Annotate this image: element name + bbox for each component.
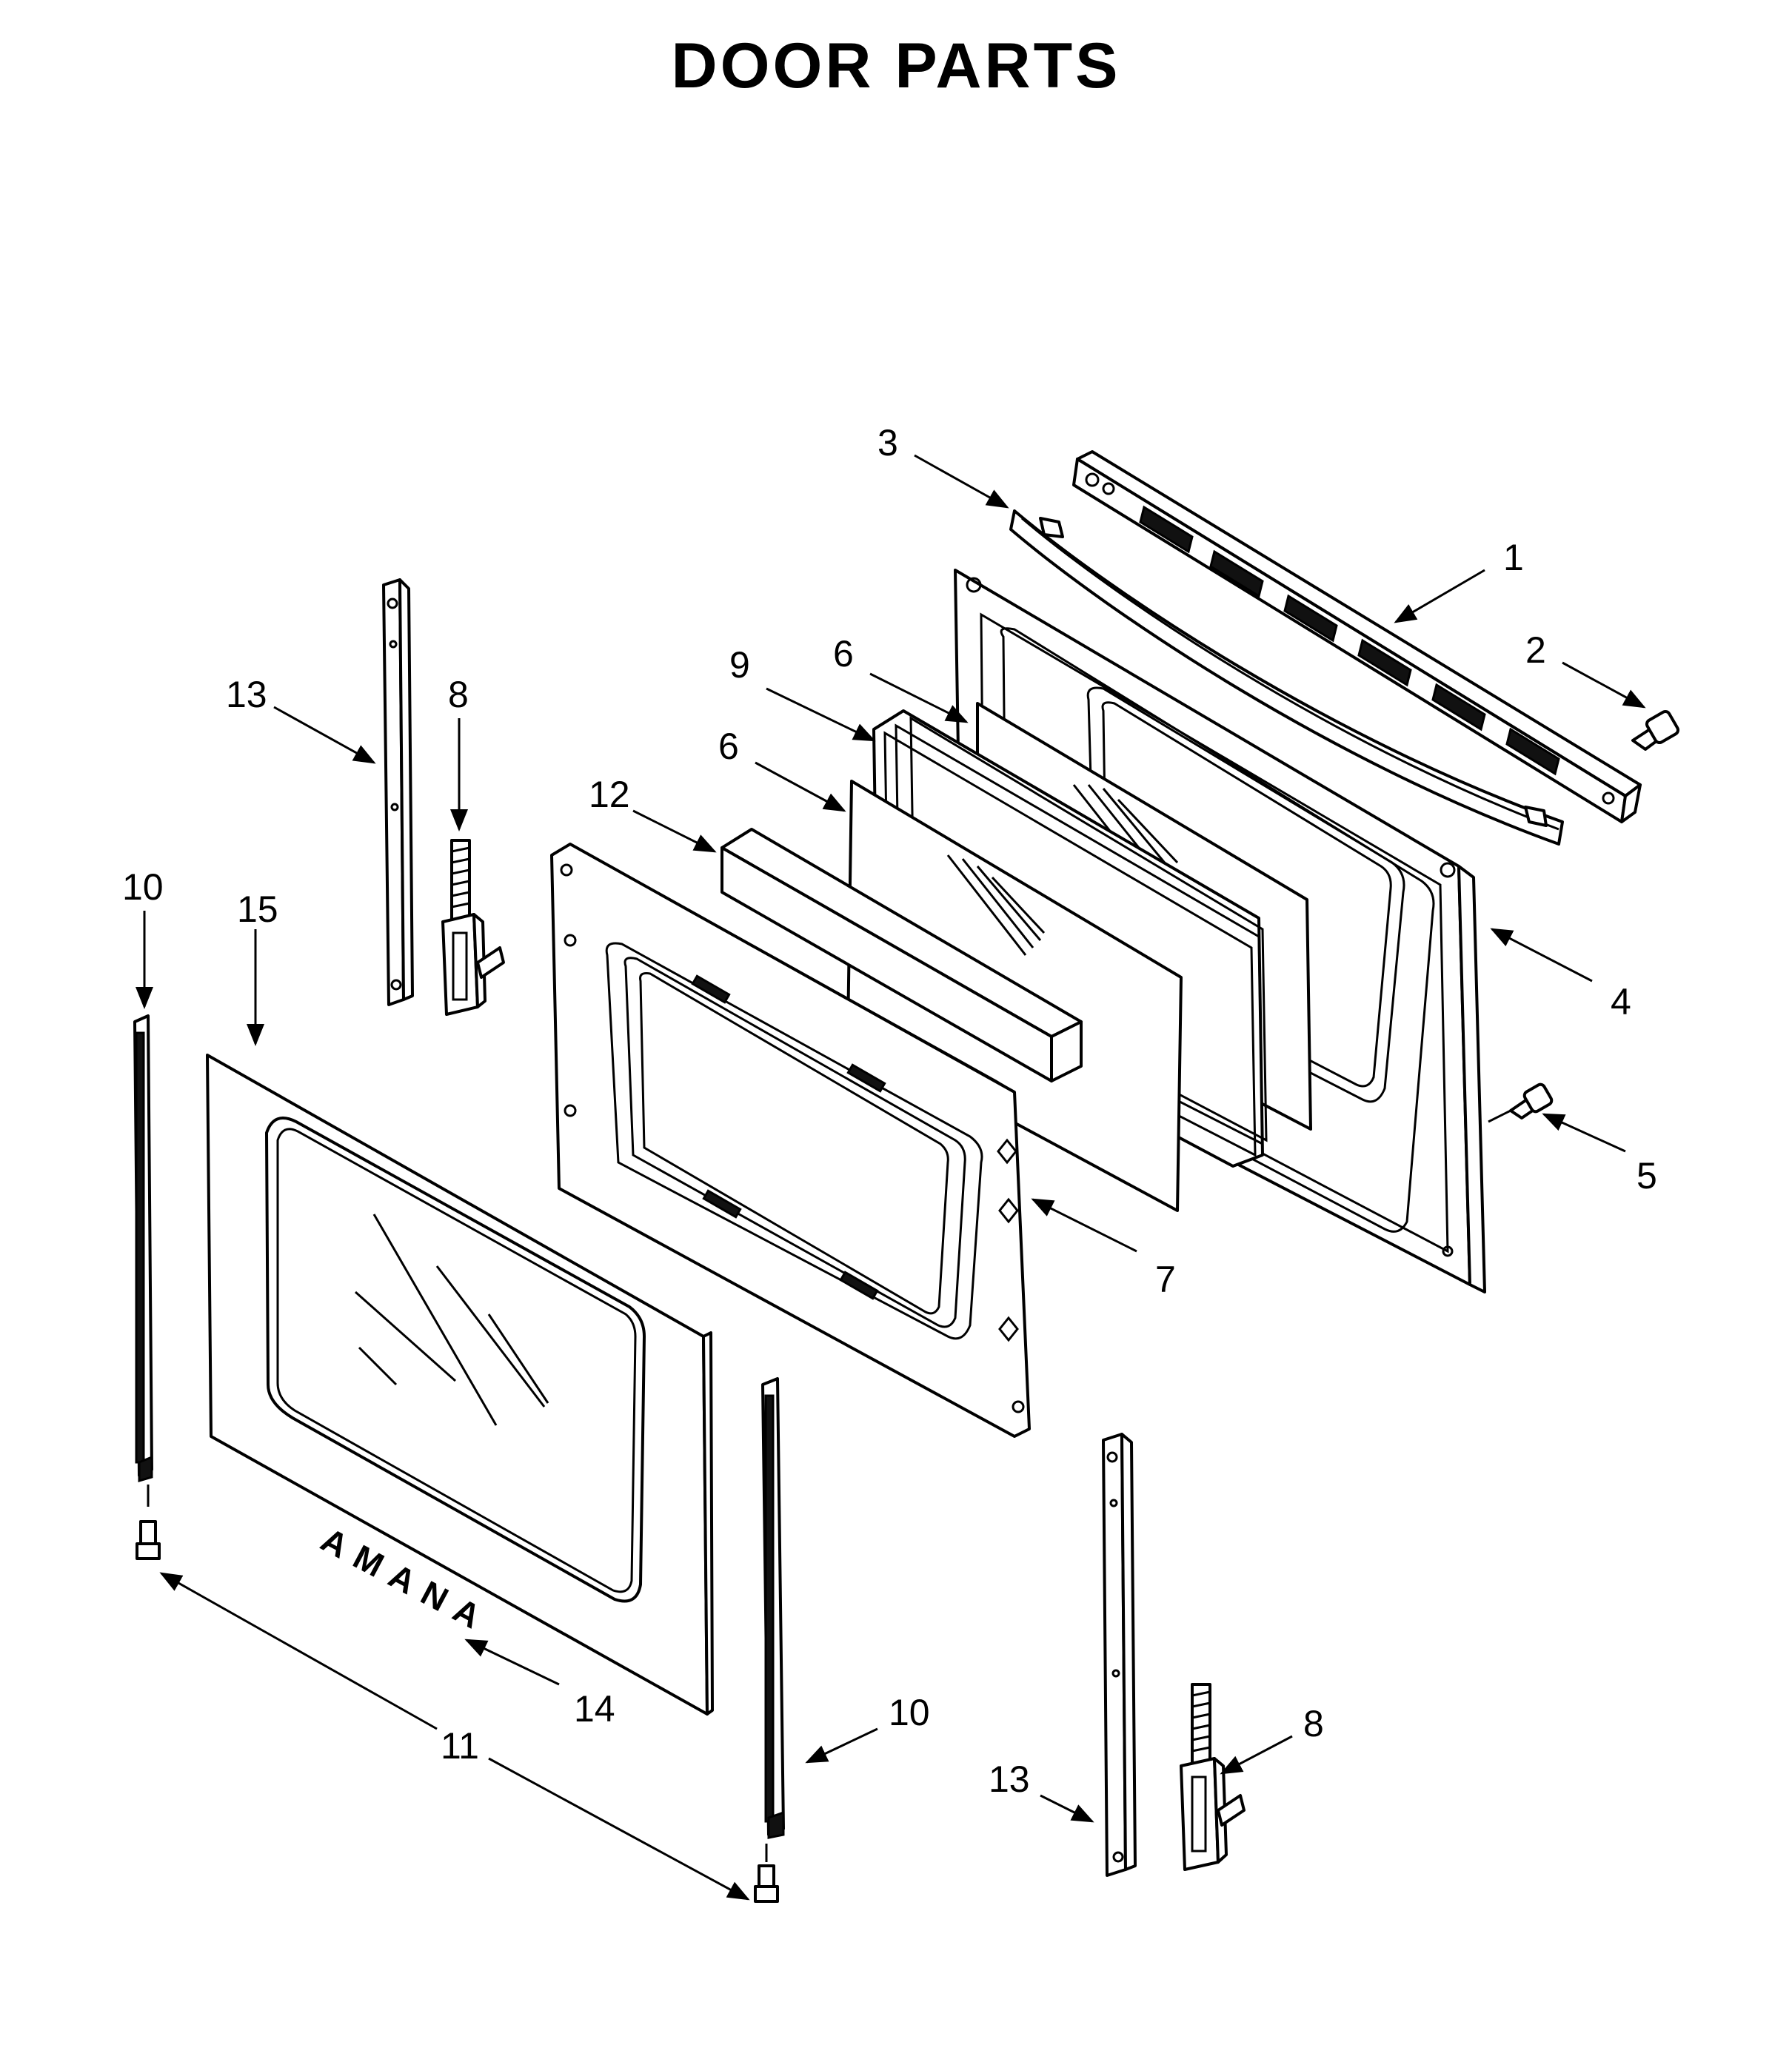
vent-slots [1139,505,1560,776]
diagram-title: DOOR PARTS [671,30,1121,101]
callout-1: 1 [1503,537,1524,578]
callout-13-lower: 13 [989,1758,1030,1800]
part-5-screw [1488,1082,1554,1123]
callout-14: 14 [574,1688,615,1730]
part-11-screw-right [754,1844,779,1903]
part-7-door-frame [550,843,1031,1438]
part-11-screw-left [136,1485,161,1560]
part-3-handle [1009,509,1564,846]
callout-15: 15 [237,888,278,930]
callout-labels: 1 2 3 4 5 6 6 7 8 8 9 10 10 11 12 13 13 … [122,422,1657,1800]
part-2-screw [1631,709,1680,751]
callout-3: 3 [877,422,898,463]
part-8-hinge-lower [1180,1683,1246,1871]
part-10-side-trim-right [761,1377,785,1839]
callout-5: 5 [1636,1155,1657,1197]
callout-4: 4 [1611,981,1631,1023]
part-13-hinge-channel-upper [382,578,414,1006]
callout-7: 7 [1155,1259,1176,1300]
part-8-hinge-upper [441,839,505,1016]
callout-12: 12 [589,774,630,815]
callout-6-upper: 6 [833,633,854,675]
callout-10-left: 10 [122,866,164,908]
leader-lines [136,454,1646,1901]
part-15-outer-door-panel [206,1054,714,1716]
part-13-hinge-channel-lower [1102,1433,1137,1877]
part-12-insulation [721,828,1083,1082]
callout-6-lower: 6 [718,726,739,767]
callout-8-lower: 8 [1303,1703,1324,1744]
part-10-side-trim-left [133,1014,153,1483]
callout-13-upper: 13 [226,674,267,715]
callout-9: 9 [729,644,750,686]
callout-8-upper: 8 [448,674,469,715]
callout-2: 2 [1525,629,1546,671]
callout-11: 11 [441,1725,479,1767]
part-1-vent-trim [1072,450,1642,823]
callout-10-right: 10 [889,1692,930,1733]
